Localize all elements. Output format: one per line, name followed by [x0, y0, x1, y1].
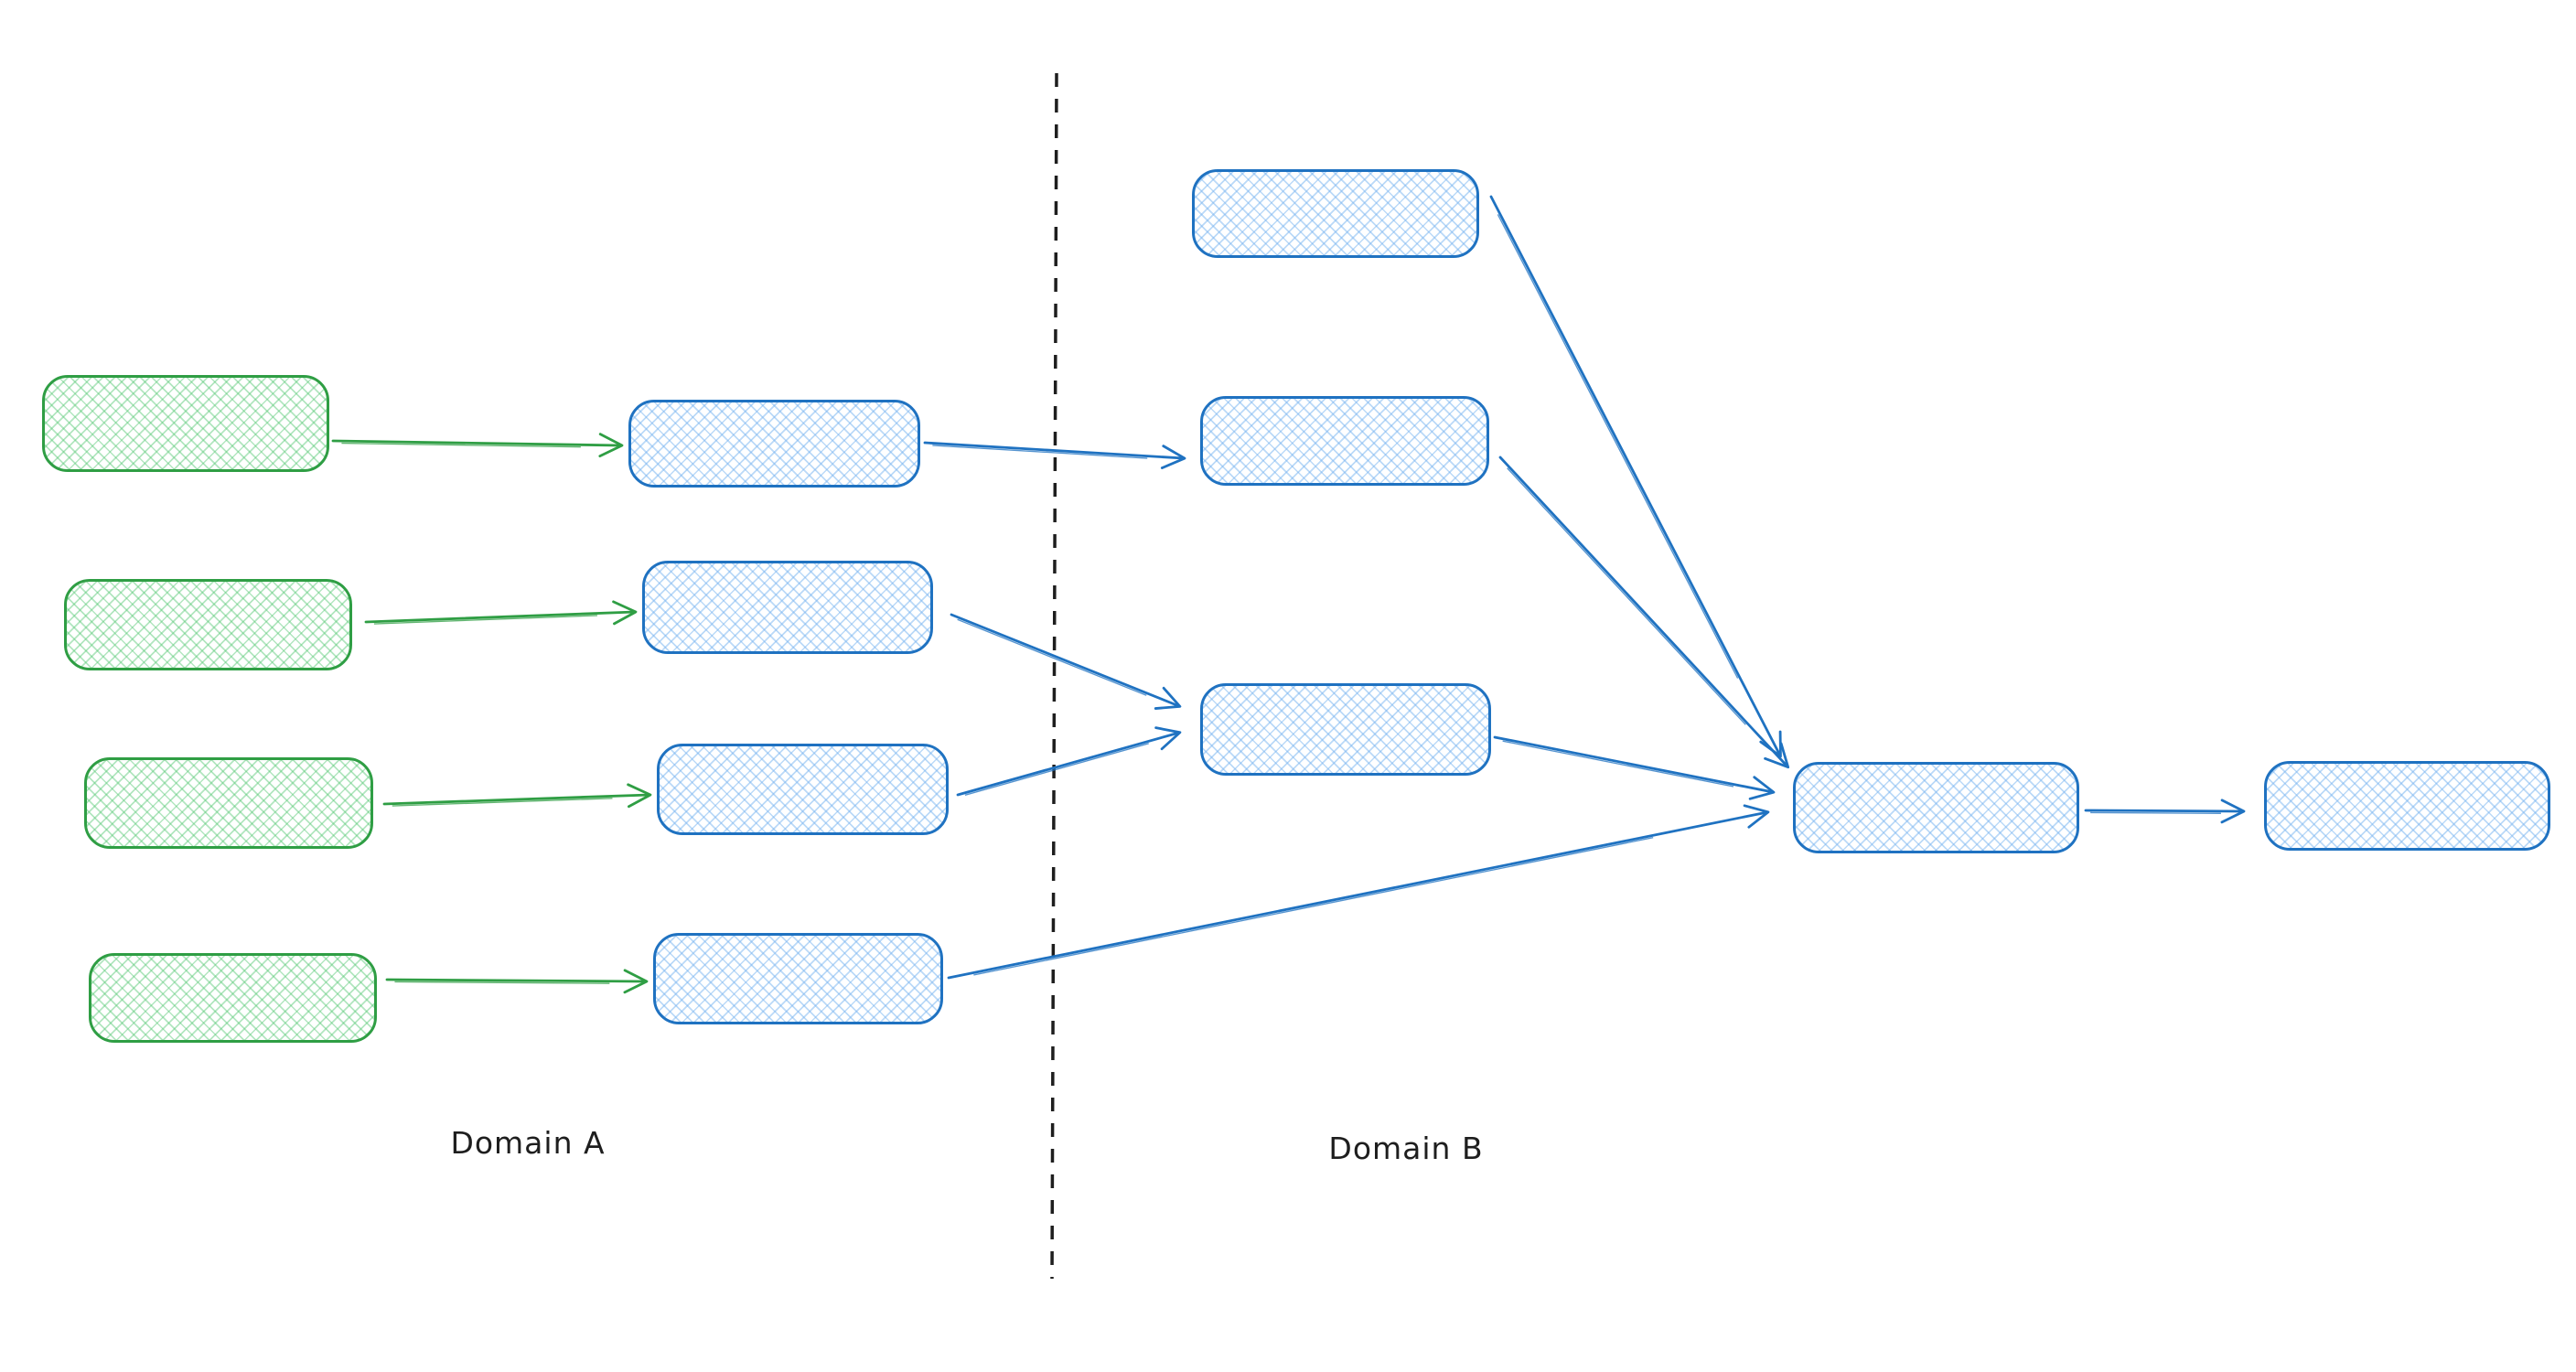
node-stage-a2[interactable] [642, 561, 933, 654]
arrow-main-stroke [1498, 456, 1790, 769]
node-output[interactable] [2264, 761, 2550, 851]
arrow-main-stroke [1493, 735, 1776, 800]
arrow-sketch-stroke [2090, 811, 2221, 814]
arrow-sketch-stroke [392, 798, 613, 807]
arrow-sketch-stroke [964, 743, 1149, 796]
arrow-input-4-to-stage-a4[interactable] [385, 969, 649, 994]
arrow-main-stroke [947, 804, 1770, 980]
arrow-sketch-stroke [1497, 214, 1739, 679]
arrow-main-stroke [2084, 799, 2246, 824]
node-node-b3[interactable] [1200, 683, 1491, 776]
arrow-sketch-stroke [932, 445, 1148, 459]
node-input-1[interactable] [42, 375, 329, 472]
arrow-sketch-stroke [957, 618, 1147, 696]
node-input-3[interactable] [84, 757, 373, 849]
arrow-stage-a1-to-node-b2[interactable] [923, 441, 1186, 469]
arrow-stage-a4-to-aggregator[interactable] [947, 804, 1770, 980]
arrow-sketch-stroke [373, 615, 597, 625]
arrow-main-stroke [331, 433, 624, 458]
arrow-sketch-stroke [1502, 740, 1734, 788]
arrow-main-stroke [364, 600, 638, 626]
arrow-stage-a2-to-node-b3[interactable] [950, 613, 1182, 710]
arrow-input-1-to-stage-a1[interactable] [331, 433, 624, 458]
arrow-main-stroke [956, 726, 1182, 797]
arrow-main-stroke [923, 441, 1186, 469]
arrow-sketch-stroke [394, 981, 610, 984]
node-stage-a4[interactable] [653, 933, 943, 1024]
arrow-node-b2-to-aggregator[interactable] [1498, 456, 1790, 769]
node-stage-a1[interactable] [628, 400, 920, 488]
node-node-b1[interactable] [1192, 169, 1479, 258]
node-aggregator[interactable] [1793, 762, 2079, 853]
arrow-input-3-to-stage-a3[interactable] [382, 783, 652, 809]
arrow-main-stroke [385, 969, 649, 994]
node-node-b2[interactable] [1200, 396, 1489, 486]
domain-b-label[interactable]: Domain B [1328, 1131, 1484, 1166]
arrow-node-b1-to-aggregator[interactable] [1489, 195, 1782, 758]
node-input-4[interactable] [89, 953, 377, 1043]
arrow-input-2-to-stage-a2[interactable] [364, 600, 638, 626]
arrow-stage-a3-to-node-b3[interactable] [956, 726, 1182, 797]
arrow-sketch-stroke [1507, 467, 1746, 725]
arrow-aggregator-to-output[interactable] [2084, 799, 2246, 824]
node-input-2[interactable] [64, 579, 352, 670]
arrow-main-stroke [382, 783, 652, 809]
arrow-main-stroke [950, 613, 1182, 710]
arrow-sketch-stroke [973, 837, 1654, 976]
domain-divider-line[interactable] [1050, 72, 1058, 1280]
arrow-node-b3-to-aggregator[interactable] [1493, 735, 1776, 800]
arrow-sketch-stroke [341, 442, 581, 448]
domain-a-label[interactable]: Domain A [450, 1125, 606, 1161]
node-stage-a3[interactable] [657, 744, 949, 835]
arrow-main-stroke [1489, 195, 1782, 758]
